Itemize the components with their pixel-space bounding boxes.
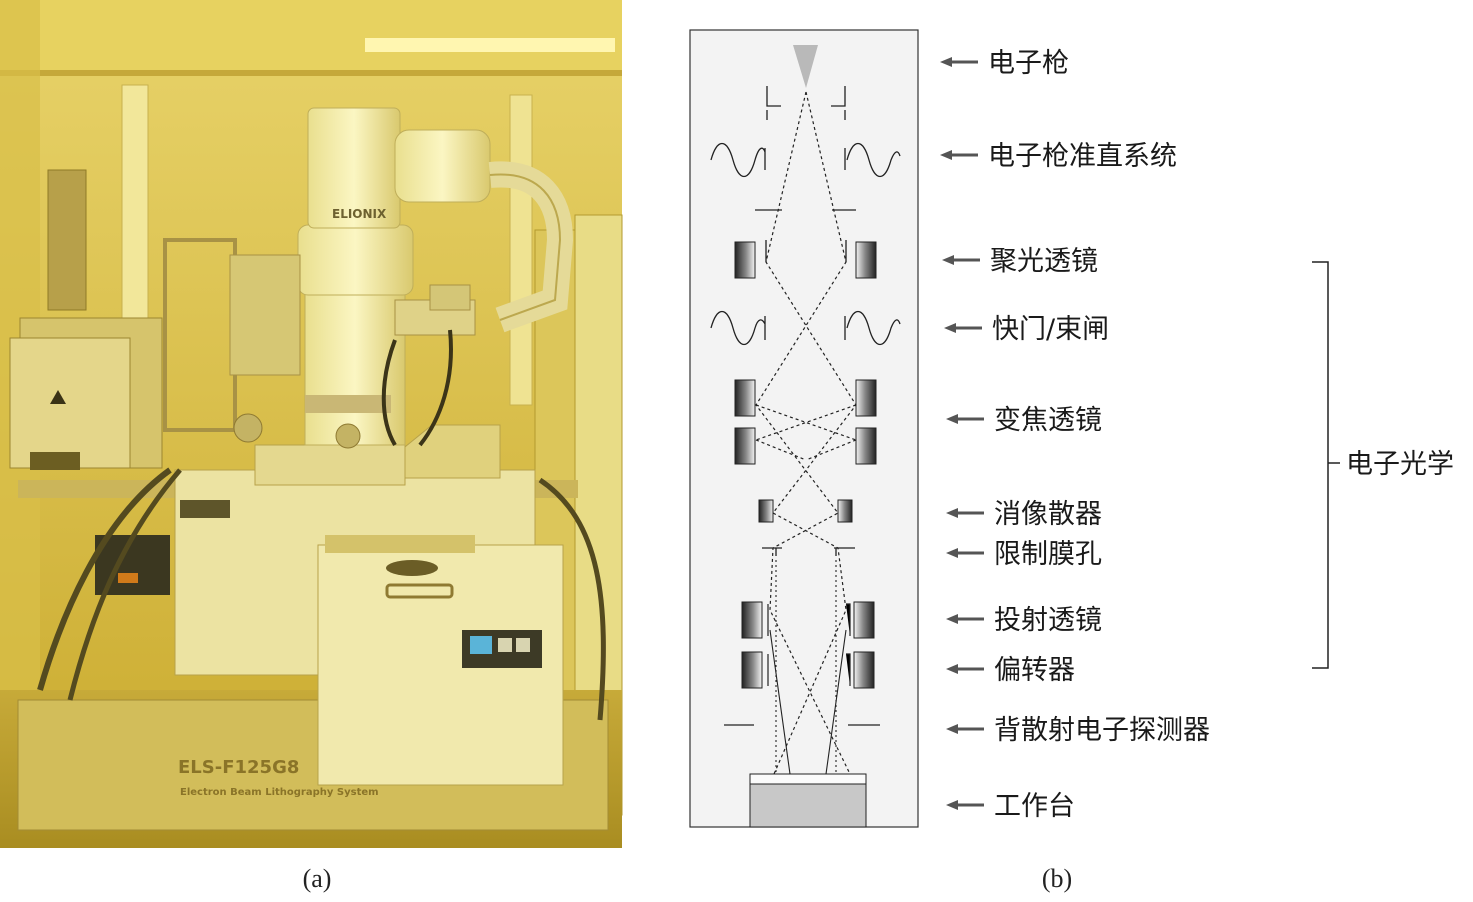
label-zoom-lens: 变焦透镜 bbox=[994, 405, 1102, 436]
label-projection-lens: 投射透镜 bbox=[994, 605, 1102, 636]
arrow-shutter-beam-blanker bbox=[944, 323, 982, 333]
deflector-left bbox=[741, 651, 763, 689]
sample bbox=[749, 773, 867, 785]
coil-upper-right bbox=[844, 142, 901, 178]
stigmator-right bbox=[837, 499, 853, 523]
projection-rays bbox=[769, 560, 847, 775]
zoom-lens-1-left bbox=[734, 379, 756, 417]
arrow-zoom-lens bbox=[946, 414, 984, 424]
label-electron-optics: 电子光学 bbox=[1346, 449, 1454, 480]
label-stigmator: 消像散器 bbox=[994, 499, 1102, 530]
label-gun-alignment-system: 电子枪准直系统 bbox=[988, 141, 1177, 172]
stigmator-left bbox=[758, 499, 774, 523]
arrow-limiting-aperture bbox=[946, 548, 984, 558]
stage bbox=[749, 783, 867, 828]
zoom-lens-2-right bbox=[855, 427, 877, 465]
label-stage: 工作台 bbox=[994, 791, 1075, 822]
label-shutter-beam-blanker: 快门/束闸 bbox=[992, 314, 1109, 345]
arrow-deflector bbox=[946, 664, 984, 674]
coil-shutter-left bbox=[710, 310, 766, 346]
zoom-lens-2-left bbox=[734, 427, 756, 465]
arrow-projection-lens bbox=[946, 614, 984, 624]
arrow-backscatter-detector bbox=[946, 724, 984, 734]
label-limiting-aperture: 限制膜孔 bbox=[994, 539, 1102, 570]
electron-optics-bracket bbox=[1312, 261, 1340, 669]
brand-logo: ELIONIX bbox=[332, 207, 387, 221]
arrow-condenser-lens bbox=[942, 255, 980, 265]
gun-aperture bbox=[766, 86, 846, 120]
coil-upper-left bbox=[710, 142, 766, 178]
deflector-right bbox=[853, 651, 875, 689]
condenser-lens-left bbox=[734, 241, 756, 279]
label-electron-gun: 电子枪 bbox=[988, 48, 1069, 79]
coil-shutter-right bbox=[844, 310, 901, 346]
electron-beam-paths bbox=[755, 91, 857, 775]
arrow-gun-alignment-system bbox=[940, 150, 978, 160]
electron-gun-tip bbox=[793, 45, 818, 88]
arrow-stage bbox=[946, 800, 984, 810]
projection-lens-right bbox=[853, 601, 875, 639]
condenser-lens-right bbox=[855, 241, 877, 279]
column-outline bbox=[689, 29, 919, 828]
label-condenser-lens: 聚光透镜 bbox=[990, 246, 1098, 277]
zoom-lens-1-right bbox=[855, 379, 877, 417]
model-subtitle: Electron Beam Lithography System bbox=[180, 787, 379, 798]
caption-b: (b) bbox=[1041, 864, 1073, 893]
arrow-electron-gun bbox=[940, 57, 978, 67]
ceiling-light bbox=[365, 38, 615, 52]
arrow-stigmator bbox=[946, 508, 984, 518]
projection-lens-left bbox=[741, 601, 763, 639]
upper-aperture bbox=[755, 209, 856, 262]
model-text: ELS-F125G8 bbox=[178, 757, 299, 778]
label-deflector: 偏转器 bbox=[994, 655, 1075, 686]
caption-a: (a) bbox=[302, 864, 332, 893]
label-backscatter-detector: 背散射电子探测器 bbox=[994, 715, 1210, 746]
